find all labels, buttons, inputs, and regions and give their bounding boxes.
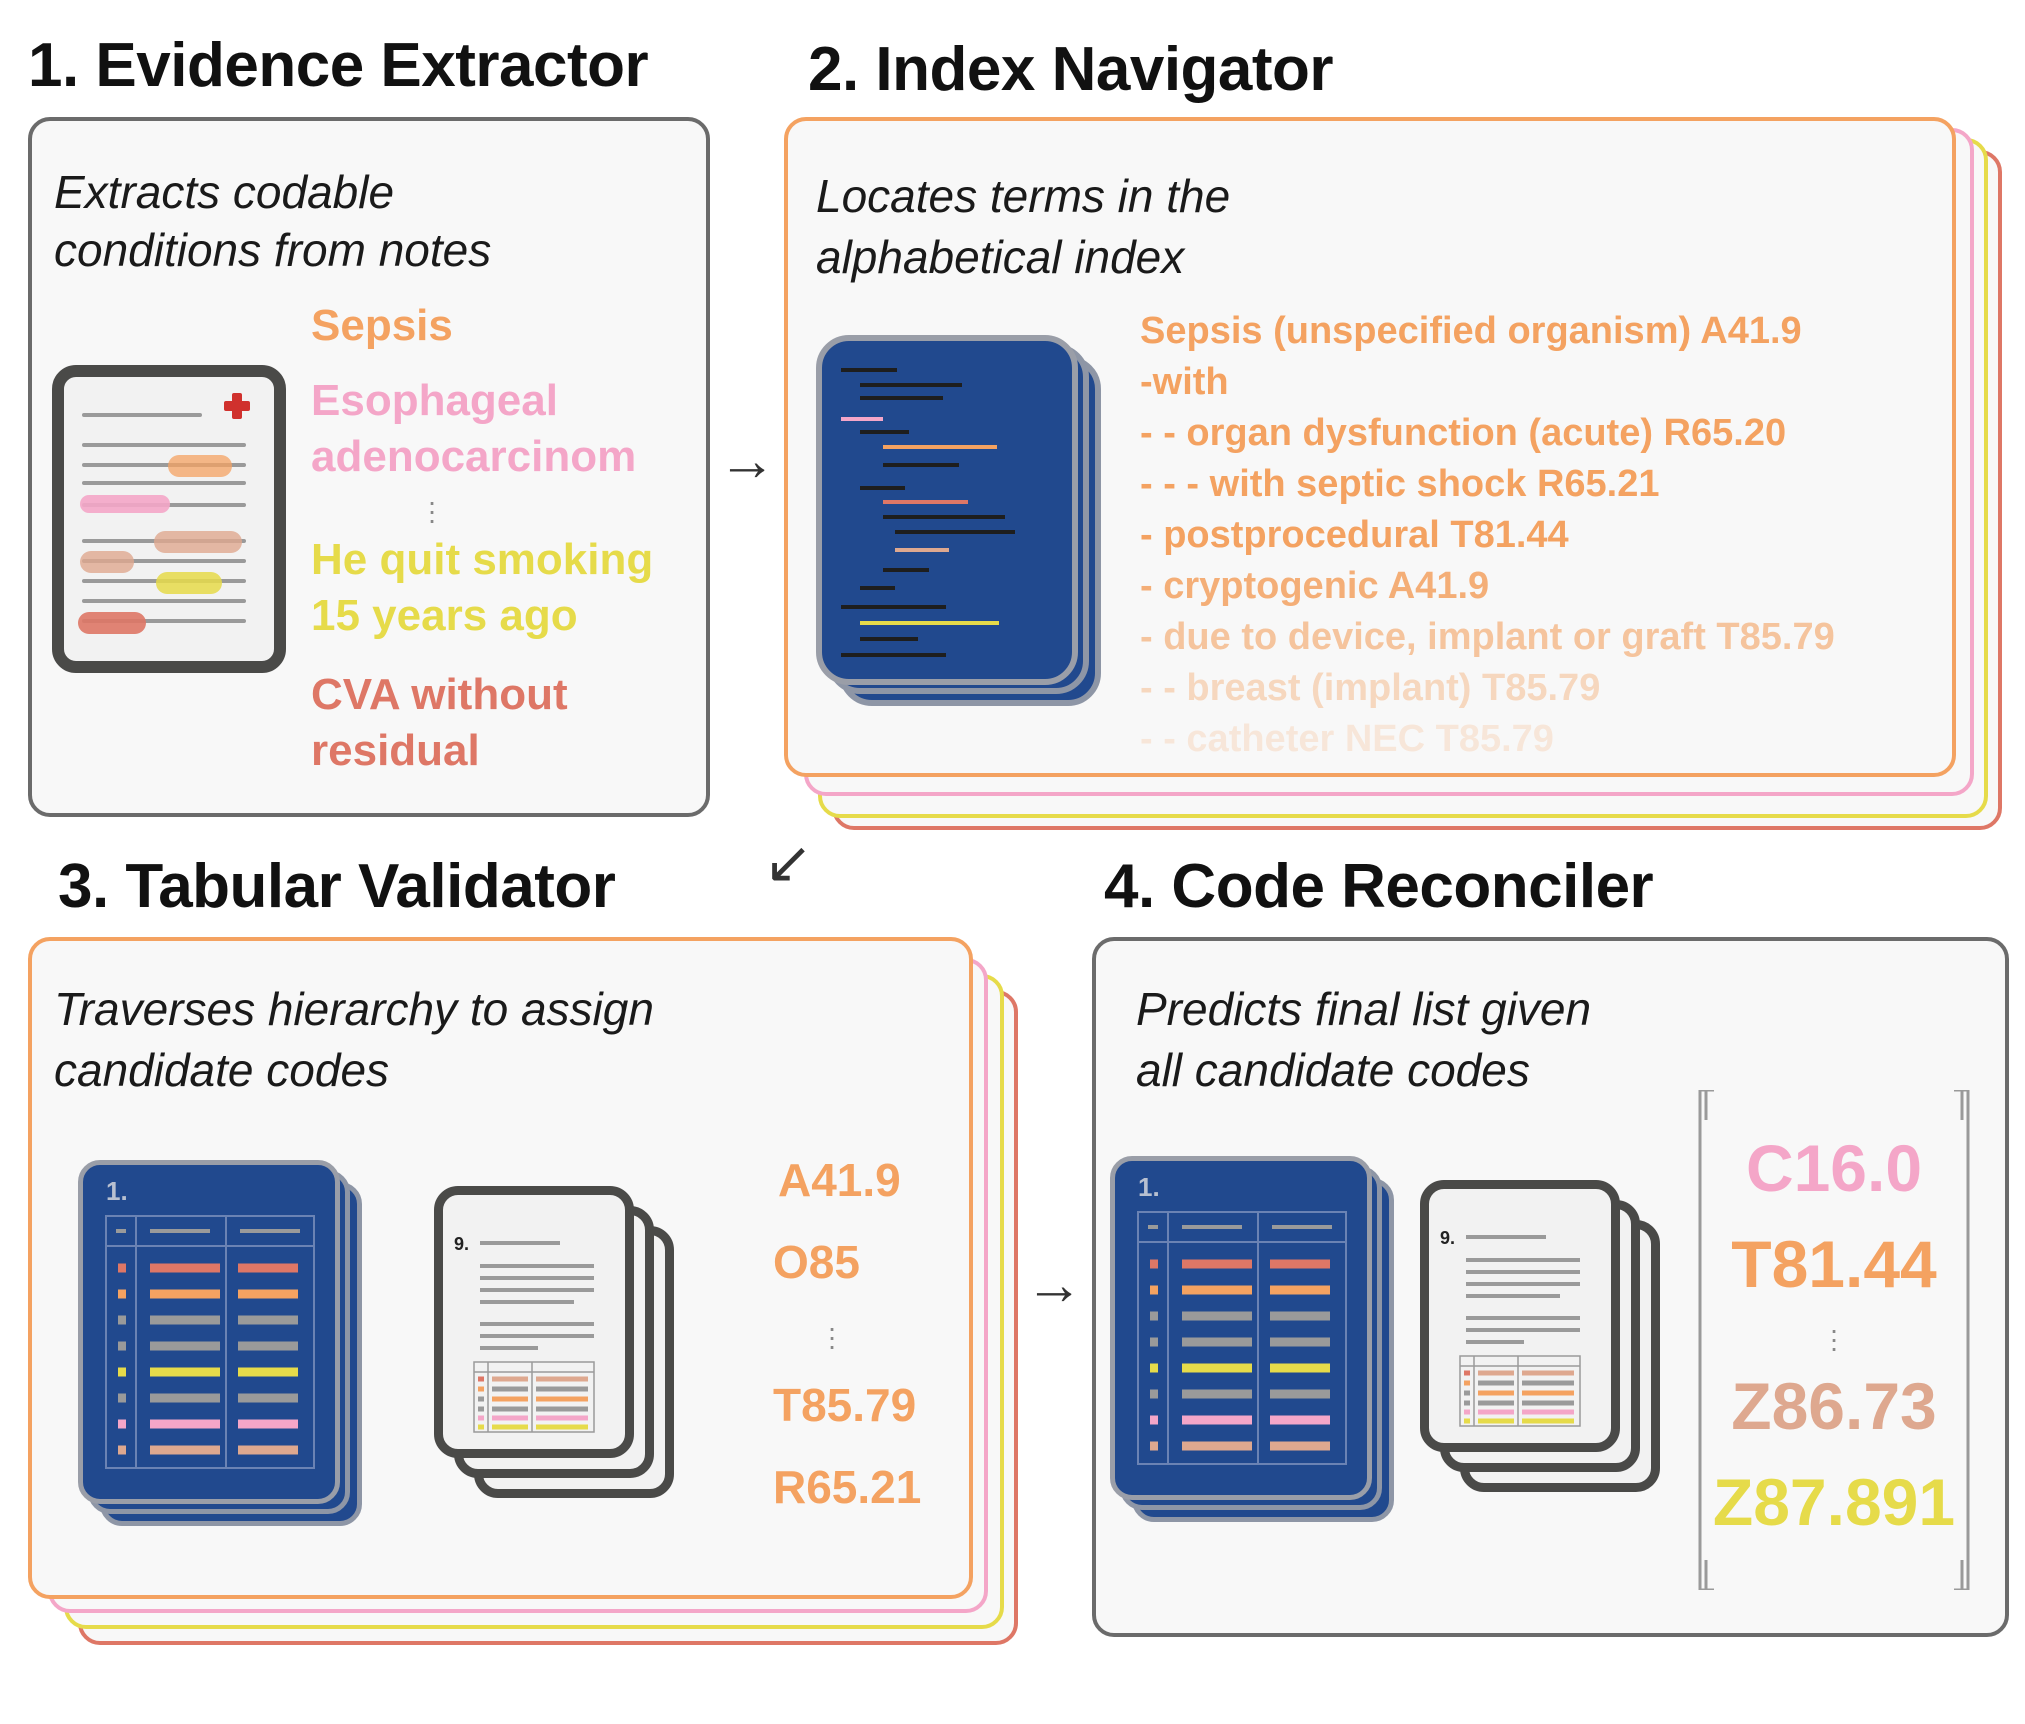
doc-page-label: 9. (454, 1234, 470, 1254)
arrow-right-2: → (1025, 1252, 1083, 1317)
tabular-book-icon-2: 1. (1110, 1156, 1400, 1526)
step2-desc-line2: alphabetical index (816, 231, 1185, 283)
evidence-sepsis: Sepsis (311, 301, 453, 350)
medical-note-icon (52, 365, 286, 673)
index-entry-2: - - organ dysfunction (acute) R65.20 (1140, 412, 1787, 454)
step4-title: 4. Code Reconciler (1104, 852, 1654, 921)
evidence-smoking-line1: He quit smoking (311, 535, 654, 584)
list-brackets (1698, 1090, 1970, 1590)
evidence-esophageal-line1: Esophageal (311, 376, 558, 425)
index-entry-7: - - breast (implant) T85.79 (1140, 667, 1601, 709)
evidence-esophageal-line2: adenocarcinom (311, 432, 637, 481)
table-page-label: 1. (106, 1176, 128, 1206)
index-entry-5: - cryptogenic A41.9 (1140, 565, 1490, 607)
doc-page-label-2: 9. (1440, 1228, 1456, 1248)
final-code-z86-73: Z86.73 (1731, 1369, 1937, 1443)
index-entry-1: -with (1140, 361, 1229, 403)
arrow-right-1: → (718, 428, 776, 493)
index-entry-6: - due to device, implant or graft T85.79 (1140, 616, 1835, 658)
final-code-list: C16.0 T81.44 ··· Z86.73 Z87.891 (1694, 1090, 1974, 1590)
candidate-code-t85-79: T85.79 (773, 1379, 917, 1431)
candidate-code-a41-9: A41.9 (778, 1154, 901, 1206)
table-page-label-2: 1. (1138, 1172, 1160, 1202)
document-stack-icon-2: 9. (1420, 1180, 1670, 1500)
candidate-code-r65-21: R65.21 (773, 1461, 922, 1513)
final-code-c16-0: C16.0 (1745, 1131, 1923, 1205)
evidence-cva-line1: CVA without (311, 670, 568, 719)
step3-title: 3. Tabular Validator (58, 852, 616, 921)
step1-title: 1. Evidence Extractor (28, 31, 649, 100)
step2-desc-line1: Locates terms in the (816, 170, 1231, 222)
step4-desc-line2: all candidate codes (1136, 1044, 1530, 1096)
candidate-ellipsis: ··· (827, 1312, 837, 1361)
final-ellipsis: ··· (1829, 1314, 1839, 1363)
evidence-smoking-line2: 15 years ago (311, 591, 578, 640)
evidence-cva-line2: residual (311, 726, 480, 775)
index-book-icon (816, 335, 1101, 706)
step3-desc-line1: Traverses hierarchy to assign (54, 983, 654, 1035)
index-entry-3: - - - with septic shock R65.21 (1140, 463, 1660, 505)
final-code-t81-44: T81.44 (1731, 1227, 1937, 1301)
step3-desc-line2: candidate codes (54, 1044, 390, 1096)
document-stack-icon: 9. (434, 1186, 684, 1506)
step2-title: 2. Index Navigator (808, 35, 1334, 104)
tabular-book-icon: 1. (78, 1160, 368, 1530)
arrow-down-left: ↙ (764, 830, 813, 895)
index-entry-0: Sepsis (unspecified organism) A41.9 (1140, 310, 1802, 352)
index-entry-4: - postprocedural T81.44 (1140, 514, 1569, 556)
candidate-code-o85: O85 (773, 1236, 860, 1288)
step4-desc-line1: Predicts final list given (1136, 983, 1592, 1035)
final-code-z87-891: Z87.891 (1712, 1465, 1956, 1539)
ellipsis-dots: ··· (427, 486, 437, 535)
step1-desc-line2: conditions from notes (54, 224, 492, 276)
index-entry-8: - - catheter NEC T85.79 (1140, 718, 1554, 760)
step1-desc-line1: Extracts codable (54, 166, 395, 218)
